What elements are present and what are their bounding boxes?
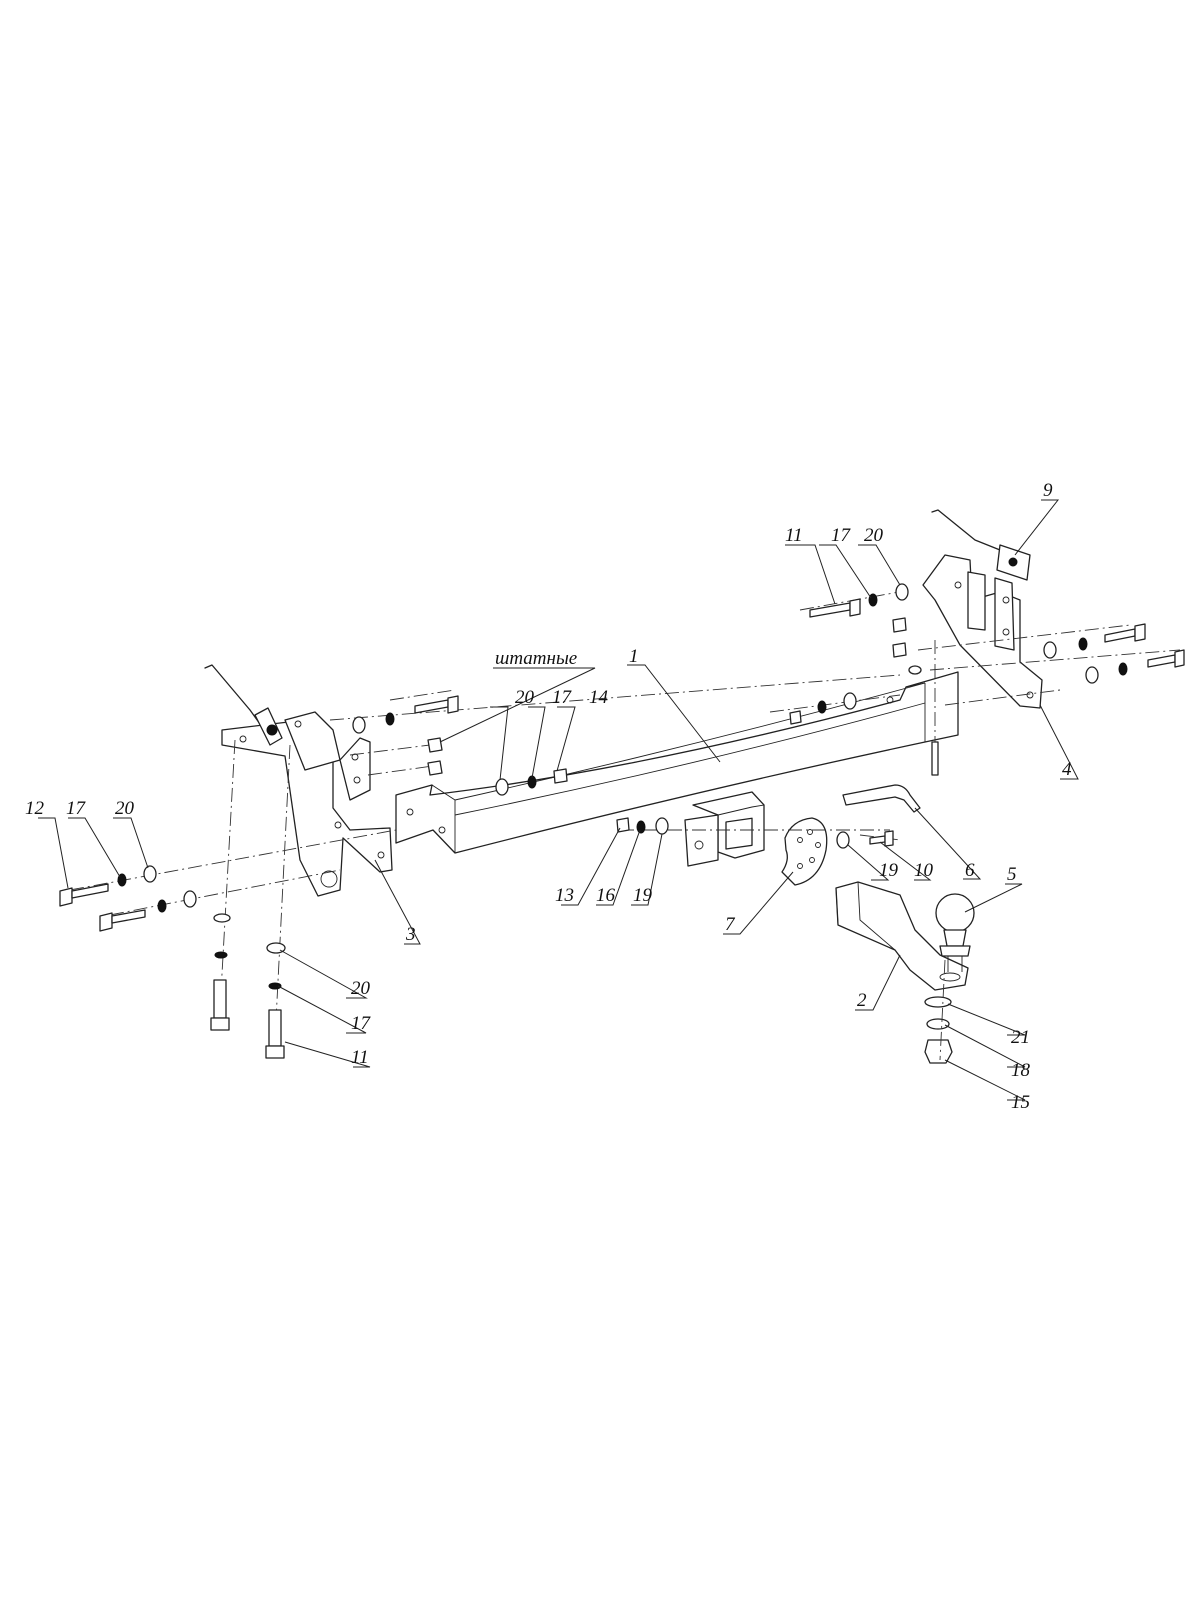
center-top-fasteners	[495, 768, 568, 796]
label-part-6: 6	[965, 860, 975, 881]
label-part-9: 9	[1043, 480, 1053, 501]
label-part-2: 2	[857, 990, 867, 1011]
assembly-axes	[69, 589, 1181, 1061]
label-part-19-right: 19	[879, 860, 899, 881]
label-part-3: 3	[405, 924, 416, 945]
right-fasteners	[789, 583, 1185, 776]
label-part-10: 10	[914, 860, 934, 881]
crossbar	[395, 671, 959, 854]
label-part-17-center: 17	[552, 687, 573, 708]
label-part-19-center: 19	[633, 885, 653, 906]
left-wire-clip	[204, 664, 283, 746]
label-part-17-left: 17	[66, 798, 87, 819]
left-top-fasteners	[352, 695, 459, 776]
label-part-17-bottom: 17	[351, 1013, 372, 1034]
label-part-16: 16	[596, 885, 616, 906]
label-part-13: 13	[555, 885, 574, 906]
hitch-pin	[842, 784, 921, 813]
center-under-fasteners	[616, 817, 669, 835]
label-part-20-center: 20	[515, 687, 535, 708]
label-part-5: 5	[1007, 864, 1017, 885]
receiver-tube	[684, 791, 765, 867]
left-bracket	[221, 711, 393, 897]
label-part-1: 1	[629, 646, 639, 667]
right-bracket	[922, 554, 1043, 709]
label-part-20-bottom: 20	[351, 978, 371, 999]
label-part-15: 15	[1011, 1092, 1030, 1113]
label-part-7: 7	[725, 914, 736, 935]
label-part-12: 12	[25, 798, 45, 819]
ball-fasteners	[924, 996, 953, 1064]
socket-bracket	[781, 817, 828, 886]
tow-ball	[935, 893, 975, 972]
bottom-left-fasteners	[210, 913, 286, 1059]
label-part-14: 14	[589, 687, 609, 708]
right-pin-fasteners	[836, 830, 894, 849]
leader-lines	[38, 499, 1079, 1101]
label-part-17-right: 17	[831, 525, 852, 546]
label-part-11-bottom: 11	[351, 1047, 369, 1068]
label-part-18: 18	[1011, 1060, 1031, 1081]
label-standard-parts: штатные	[495, 648, 577, 669]
part-labels: 1 2 3 4 5 6 7 9 10 11 11 12 13 14 15 16 …	[25, 480, 1072, 1113]
label-part-11-right: 11	[785, 525, 803, 546]
label-part-20-right: 20	[864, 525, 884, 546]
right-wire-plate	[931, 509, 1031, 581]
label-part-21: 21	[1011, 1027, 1030, 1048]
ball-mount	[835, 881, 969, 991]
left-fasteners	[59, 865, 197, 932]
label-part-4: 4	[1062, 759, 1072, 780]
label-part-20-left: 20	[115, 798, 135, 819]
